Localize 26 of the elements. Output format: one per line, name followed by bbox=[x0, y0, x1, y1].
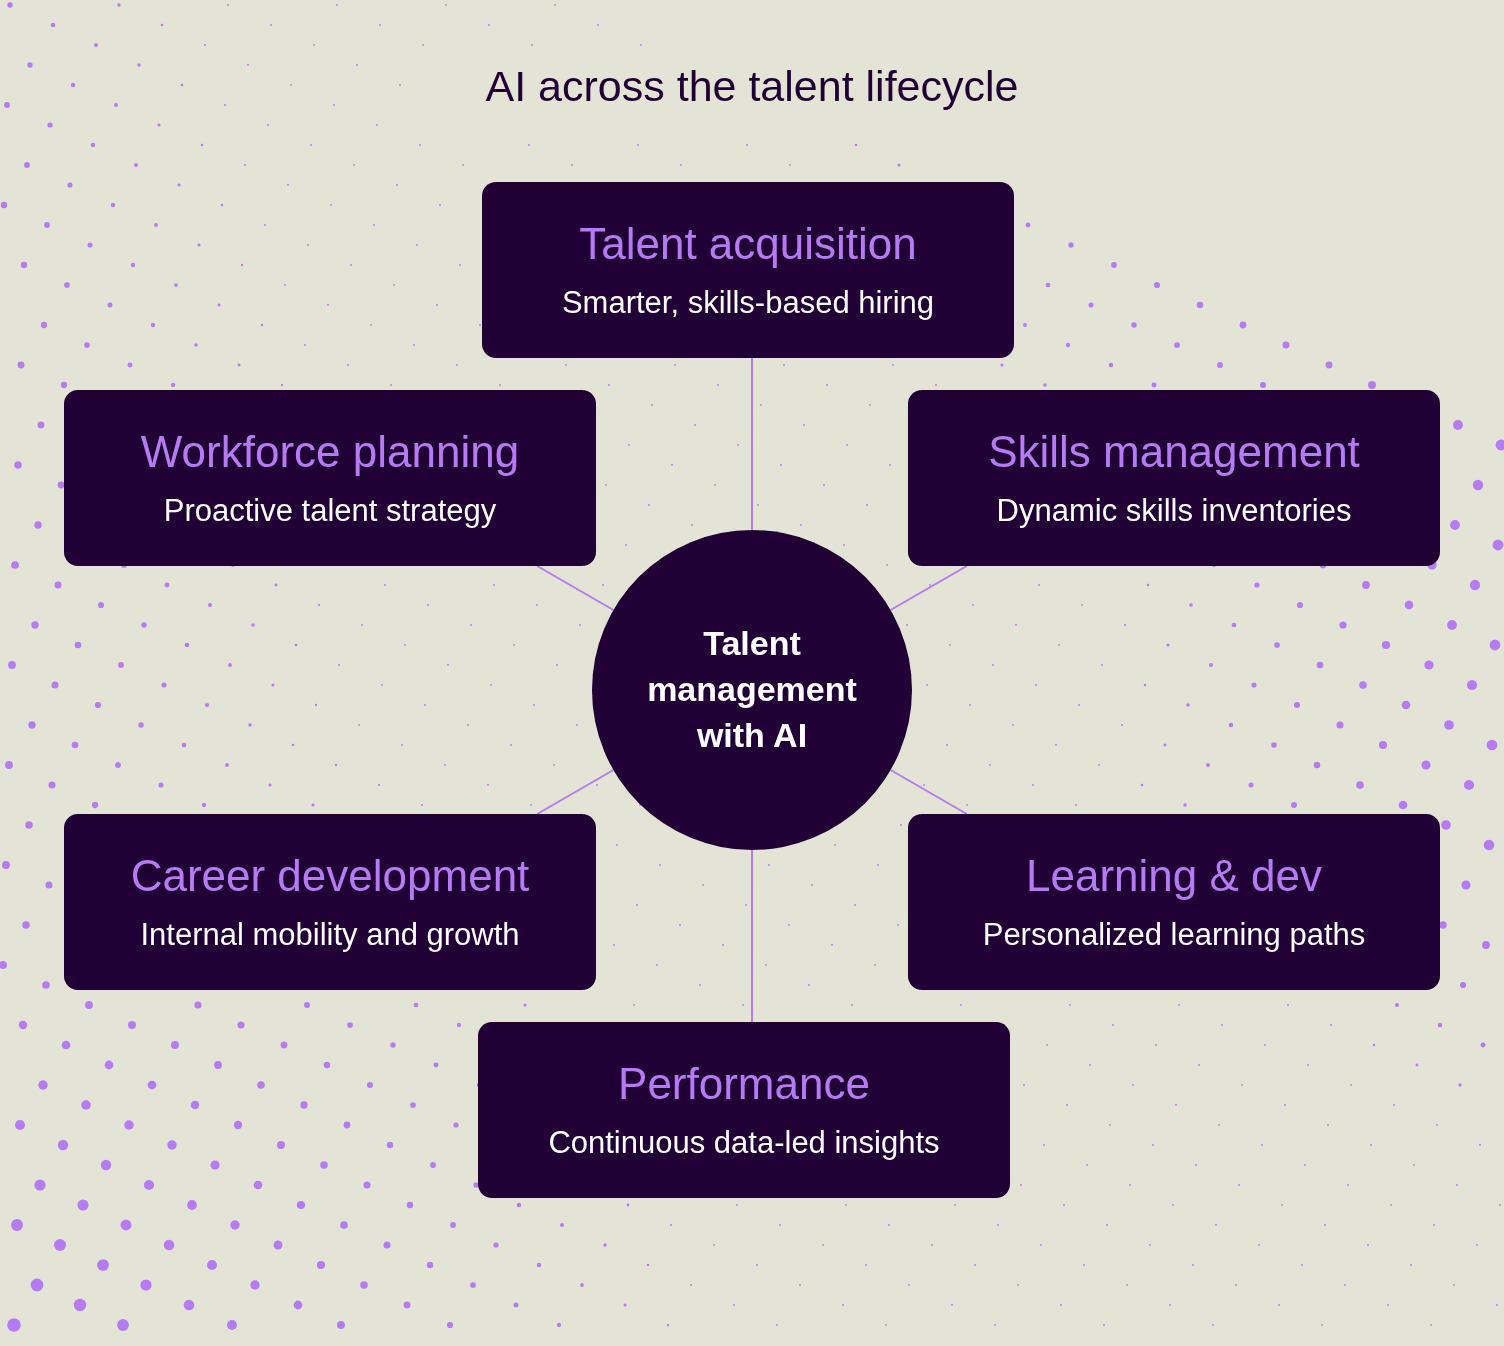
card-description: Continuous data-led insights bbox=[548, 1123, 940, 1161]
card-description: Proactive talent strategy bbox=[163, 491, 497, 529]
card-heading: Skills management bbox=[988, 427, 1360, 478]
card-heading: Learning & dev bbox=[1026, 851, 1322, 902]
hub-label: Talent management with AI bbox=[646, 623, 858, 756]
category-card bbox=[478, 1022, 1010, 1198]
card-description: Smarter, skills-based hiring bbox=[561, 283, 935, 321]
connector-line bbox=[751, 849, 753, 1023]
card-description: Personalized learning paths bbox=[982, 915, 1366, 953]
card-heading: Talent acquisition bbox=[579, 219, 917, 270]
category-card bbox=[482, 182, 1014, 358]
category-card bbox=[64, 814, 596, 990]
card-description: Internal mobility and growth bbox=[140, 915, 520, 953]
connector-line bbox=[536, 769, 615, 815]
diagram-title: AI across the talent lifecycle bbox=[485, 62, 1019, 111]
connector-line bbox=[536, 565, 615, 611]
card-heading: Workforce planning bbox=[140, 427, 520, 478]
category-card bbox=[908, 814, 1440, 990]
card-heading: Career development bbox=[130, 851, 530, 902]
category-card bbox=[64, 390, 596, 566]
card-heading: Performance bbox=[618, 1059, 870, 1110]
connector-line bbox=[889, 769, 968, 815]
connector-line bbox=[751, 357, 753, 531]
category-card bbox=[908, 390, 1440, 566]
card-description: Dynamic skills inventories bbox=[996, 491, 1352, 529]
connector-line bbox=[889, 565, 968, 611]
